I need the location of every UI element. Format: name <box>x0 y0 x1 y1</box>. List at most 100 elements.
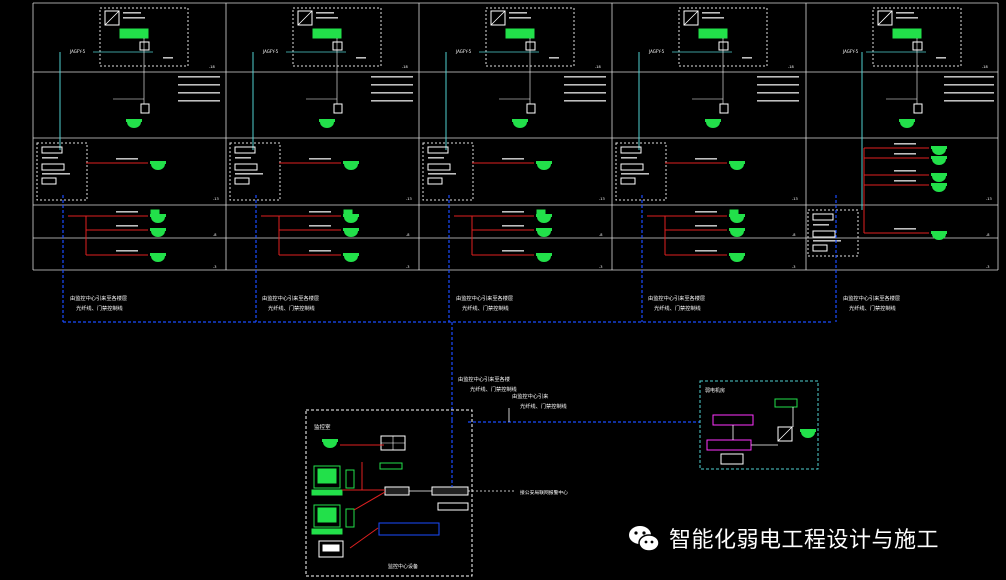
dome-body <box>151 164 165 170</box>
fine-text <box>509 12 527 14</box>
dvr-icon <box>379 462 403 470</box>
fine-text <box>178 92 220 94</box>
floor-tag: -13 <box>599 197 605 201</box>
odf-diagonal <box>877 10 893 26</box>
dome-camera-icon <box>705 119 721 128</box>
dome-body <box>323 442 337 448</box>
equipment-room-frame <box>699 380 819 470</box>
dome-camera-icon <box>319 119 335 128</box>
storage-icon <box>378 522 440 536</box>
floor-tag: -3 <box>792 265 796 269</box>
pc-tower-icon <box>345 469 355 489</box>
dome-camera-icon <box>931 156 947 165</box>
dome-camera-icon <box>126 119 142 128</box>
dome-body <box>932 176 946 182</box>
dome-body <box>320 122 334 128</box>
fine-text <box>894 170 916 172</box>
distribution-box <box>422 142 474 201</box>
box-module <box>41 177 57 185</box>
fine-text <box>116 225 138 227</box>
fine-text <box>564 92 606 94</box>
bus-label: 光纤线、门禁控制线 <box>462 304 509 312</box>
dome-base <box>729 253 745 256</box>
bus-label: 由监控中心引来至各楼层 <box>456 294 513 302</box>
fine-text <box>235 157 251 159</box>
fine-text <box>116 211 138 213</box>
dome-camera-icon <box>322 439 338 448</box>
external-link-label: 接公安局联网报警中心 <box>520 489 568 496</box>
equipment-room: 弱电机房 <box>699 380 819 470</box>
fine-text <box>944 84 994 86</box>
fine-text <box>944 92 994 94</box>
fine-text <box>621 173 649 175</box>
dome-base <box>729 161 745 164</box>
dome-base <box>150 228 166 231</box>
dome-body <box>537 231 551 237</box>
dome-camera-icon <box>536 228 552 237</box>
switch-icon <box>119 28 149 39</box>
floor-tag: -3 <box>986 265 990 269</box>
fine-text <box>757 92 799 94</box>
dome-camera-icon <box>150 253 166 262</box>
fine-text <box>742 57 752 59</box>
fine-text <box>371 100 413 102</box>
fine-text <box>549 57 559 59</box>
reader-icon <box>536 209 546 217</box>
floor-tag: -8 <box>406 233 410 237</box>
column-panels: JAGFY-5-18-13-8-3JAGFY-5-18-13-8-3JAGFY-… <box>36 7 994 420</box>
dome-base <box>931 156 947 159</box>
odf-diagonal <box>490 10 506 26</box>
floor-tag: -18 <box>982 65 988 69</box>
dome-body <box>932 186 946 192</box>
dome-camera-icon <box>536 253 552 262</box>
box-module <box>427 146 449 154</box>
dome-base <box>319 119 335 122</box>
fine-text <box>309 211 331 213</box>
dome-camera-icon <box>150 161 166 170</box>
dome-base <box>800 429 816 432</box>
column-2: JAGFY-5-18-13-8-3 <box>229 7 413 322</box>
fine-text <box>123 17 145 19</box>
fine-text <box>564 84 606 86</box>
fine-text <box>757 100 799 102</box>
control-room-frame <box>305 409 473 577</box>
fine-text <box>695 211 717 213</box>
dome-camera-icon <box>536 161 552 170</box>
distribution-box <box>807 209 859 257</box>
switch-icon <box>312 28 342 39</box>
floor-grid <box>32 2 999 271</box>
fine-text <box>502 211 524 213</box>
floor-tag: -3 <box>599 265 603 269</box>
dome-camera-icon <box>931 231 947 240</box>
fine-text <box>428 157 444 159</box>
dome-body <box>900 122 914 128</box>
box-module <box>620 163 644 171</box>
dome-camera-icon <box>931 173 947 182</box>
dome-camera-icon <box>800 429 816 438</box>
fine-text <box>502 225 524 227</box>
fine-text <box>757 84 799 86</box>
patch-icon <box>718 41 729 51</box>
workstation-monitor-icon <box>313 504 341 528</box>
patch-icon <box>912 41 923 51</box>
junction-label: JAGFY-5 <box>69 49 86 54</box>
bus-label: 由监控中心引来至各楼层 <box>648 294 705 302</box>
fine-text <box>564 100 606 102</box>
watermark: 智能化弱电工程设计与施工 <box>627 520 939 556</box>
dome-base <box>899 119 915 122</box>
keyboard-icon <box>311 528 343 535</box>
switch-icon <box>698 28 728 39</box>
odf-icon <box>297 10 313 26</box>
box-module <box>41 146 63 154</box>
dome-body <box>730 256 744 262</box>
odf-diagonal <box>683 10 699 26</box>
junction-label: JAGFY-5 <box>648 49 665 54</box>
bus-annotations: 由监控中心引来至各楼层光纤线、门禁控制线由监控中心引来至各楼层光纤线、门禁控制线… <box>70 294 900 410</box>
floor-tag: -13 <box>986 197 992 201</box>
fine-text <box>502 250 524 252</box>
watermark-text: 智能化弱电工程设计与施工 <box>669 528 940 553</box>
fine-text <box>509 17 531 19</box>
box-module <box>234 146 256 154</box>
center-label: 由监控中心引来 <box>512 392 549 400</box>
